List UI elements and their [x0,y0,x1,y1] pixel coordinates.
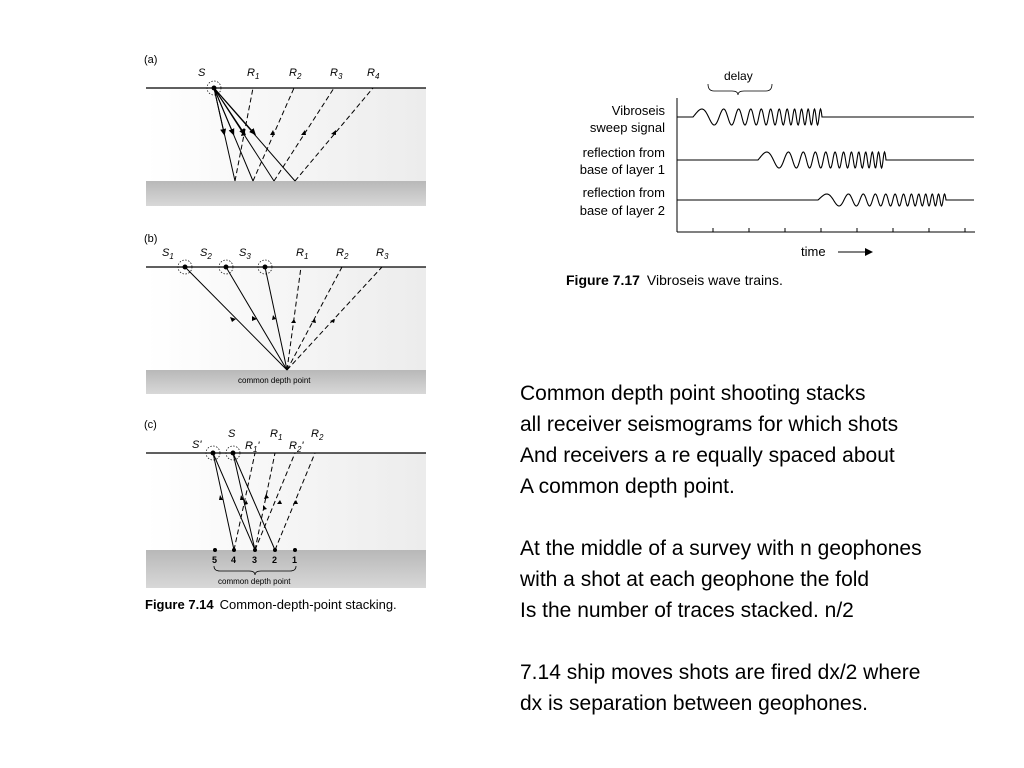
time-label: time [801,244,826,259]
notes-text: Common depth point shooting stacks all r… [520,378,1020,750]
receiver-label-1: R1 [296,247,308,261]
source-burst-icons [177,259,273,275]
text-line: Is the number of traces stacked. n/2 [520,599,854,622]
source-label: S [198,67,206,79]
text-line: At the middle of a survey with n geophon… [520,537,922,560]
source-burst-icon [206,80,222,96]
band-label: common depth point [238,376,311,385]
row-3-label-line-2: base of layer 2 [580,203,665,218]
receiver-label-3: R3 [330,67,343,81]
point-number-2: 2 [272,555,277,565]
row-3-label-line-1: reflection from [583,185,665,200]
paragraph-1: Common depth point shooting stacks all r… [520,378,1020,502]
point-number-1: 1 [292,555,297,565]
text-line: A common depth point. [520,475,735,498]
delay-bracket-icon [707,83,773,96]
sweep-signal-trace [677,107,974,127]
receiver-label-3: R3 [376,247,389,261]
text-line: And receivers a re equally spaced about [520,444,895,467]
receiver-label-1: R1 [247,67,259,81]
arrowheads [219,494,298,510]
source-label: S [228,428,236,440]
arrow-right-icon [838,248,873,256]
receiver-2-label: R2 [311,428,324,442]
reflector-band [146,370,426,394]
reflection-layer-2-trace [677,192,974,208]
reflected-ray-paths [286,266,383,371]
figure-7-14-panel-a: (a) S R1 R2 R3 R4 [144,54,426,206]
panel-c-tag: (c) [144,419,157,431]
reflector-band [146,181,426,206]
receiver-1-prime-label: R1' [245,440,260,454]
text-line: 7.14 ship moves shots are fired dx/2 whe… [520,661,921,684]
source-label-3: S3 [239,247,251,261]
figure-7-14-panel-b: (b) common depth point S1 S2 S3 R1 R2 R3 [144,233,426,394]
receiver-label-4: R4 [367,67,380,81]
reflected-arrowheads [241,130,336,136]
paragraph-2: At the middle of a survey with n geophon… [520,533,1020,626]
layer-1 [146,453,426,550]
figure-7-17: delay Vibroseis sweep signal reflection … [566,69,975,288]
row-1-label-line-1: Vibroseis [612,103,666,118]
arrowheads [230,315,335,323]
source-label-2: S2 [200,247,212,261]
source-label-1: S1 [162,247,174,261]
layer-1 [146,267,426,370]
receiver-label-2: R2 [336,247,349,261]
reflection-layer-1-trace [677,150,974,170]
receiver-1-label: R1 [270,428,282,442]
panel-b-tag: (b) [144,233,157,245]
band-label: common depth point [218,577,291,586]
ray-paths [213,87,296,182]
reflector-band [146,550,426,588]
receiver-2-prime-label: R2' [289,440,304,454]
source-burst-icons [205,445,241,461]
delay-label: delay [724,69,753,83]
row-1-label-line-2: sweep signal [590,120,665,135]
point-number-3: 3 [252,555,257,565]
receiver-label-2: R2 [289,67,302,81]
row-2-label-line-2: base of layer 1 [580,162,665,177]
bracket-icon [213,565,297,576]
figure-7-14-panel-c: (c) S' S R1' R1 R2' R2 [144,419,426,612]
point-number-5: 5 [212,555,217,565]
paragraph-3: 7.14 ship moves shots are fired dx/2 whe… [520,657,1020,719]
source-prime-label: S' [192,439,202,451]
text-line: with a shot at each geophone the fold [520,568,870,591]
text-line: all receiver seismograms for which shots [520,413,899,436]
panel-a-tag: (a) [144,54,157,66]
ray-paths [184,266,288,371]
layer-1 [146,88,426,181]
depth-point-markers [213,548,297,552]
text-line: dx is separation between geophones. [520,692,868,715]
point-number-4: 4 [231,555,236,565]
row-2-label-line-1: reflection from [583,145,665,160]
text-line: Common depth point shooting stacks [520,382,866,405]
time-axis-ticks [676,228,966,232]
